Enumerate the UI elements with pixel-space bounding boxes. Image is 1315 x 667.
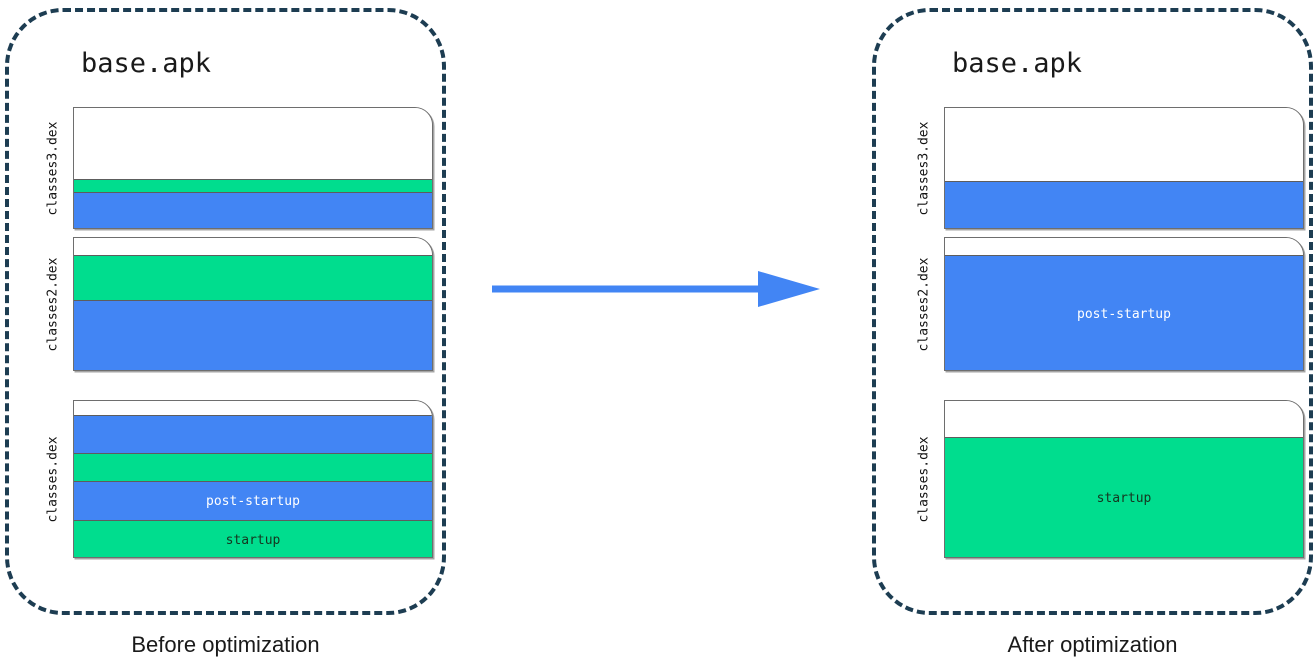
- dex-label-classes3-before: classes3.dex: [41, 107, 65, 229]
- dex-body-classes-before: post-startup startup: [73, 400, 433, 558]
- dex-group-classes2-before: classes2.dex: [41, 237, 433, 371]
- dex-label-text: classes3.dex: [45, 121, 61, 215]
- transition-arrow: [490, 266, 830, 312]
- dex-body-classes3-before: [73, 107, 433, 229]
- dex-segment-empty: [945, 238, 1303, 255]
- dex-group-classes2-after: classes2.dex post-startup: [912, 237, 1304, 371]
- dex-segment-startup: [74, 453, 432, 481]
- apk-title-before: base.apk: [81, 48, 212, 79]
- dex-segment-post-startup: [74, 415, 432, 453]
- dex-segment-post-startup: post-startup: [945, 255, 1303, 370]
- dex-label-text: classes.dex: [916, 435, 932, 523]
- dex-group-classes3-before: classes3.dex: [41, 107, 433, 229]
- caption-after-optimization: After optimization: [1007, 632, 1178, 657]
- apk-title-after: base.apk: [952, 48, 1083, 79]
- dex-label-classes-after: classes.dex: [912, 400, 936, 558]
- dex-segment-startup: startup: [74, 520, 432, 557]
- dex-label-classes-before: classes.dex: [41, 400, 65, 558]
- dex-segment-empty: [74, 108, 432, 179]
- dex-label-text: classes2.dex: [916, 257, 932, 351]
- dex-group-classes-before: classes.dex post-startup startup: [41, 400, 433, 558]
- dex-segment-label: post-startup: [1077, 306, 1171, 322]
- dex-segment-label: startup: [225, 532, 281, 548]
- dex-segment-post-startup: post-startup: [74, 481, 432, 520]
- dex-body-classes-after: startup: [944, 400, 1304, 558]
- dex-segment-label: startup: [1096, 491, 1152, 506]
- dex-body-classes3-after: [944, 107, 1304, 229]
- dex-segment-startup: startup: [945, 437, 1303, 557]
- dex-segment-startup: [74, 255, 432, 300]
- dex-segment-post-startup: [74, 192, 432, 228]
- dex-group-classes3-after: classes3.dex: [912, 107, 1304, 229]
- dex-label-text: classes3.dex: [916, 121, 932, 215]
- dex-segment-post-startup: [945, 181, 1303, 228]
- dex-segment-empty: [74, 238, 432, 255]
- dex-body-classes2-after: post-startup: [944, 237, 1304, 371]
- apk-container-before: base.apk classes3.dex classes2.dex class…: [5, 8, 446, 615]
- dex-segment-post-startup: [74, 300, 432, 370]
- dex-label-classes2-before: classes2.dex: [41, 237, 65, 371]
- dex-label-text: classes.dex: [45, 435, 61, 523]
- caption-before-optimization: Before optimization: [131, 632, 320, 657]
- dex-segment-label: post-startup: [206, 493, 300, 509]
- dex-segment-empty: [74, 401, 432, 415]
- dex-segment-empty: [945, 401, 1303, 437]
- dex-label-text: classes2.dex: [45, 257, 61, 351]
- dex-body-classes2-before: [73, 237, 433, 371]
- dex-segment-startup: [74, 179, 432, 192]
- apk-container-after: base.apk classes3.dex classes2.dex post-…: [872, 8, 1313, 615]
- dex-label-classes2-after: classes2.dex: [912, 237, 936, 371]
- right-arrow-icon: [492, 271, 820, 307]
- dex-group-classes-after: classes.dex startup: [912, 400, 1304, 558]
- dex-segment-empty: [945, 108, 1303, 181]
- dex-label-classes3-after: classes3.dex: [912, 107, 936, 229]
